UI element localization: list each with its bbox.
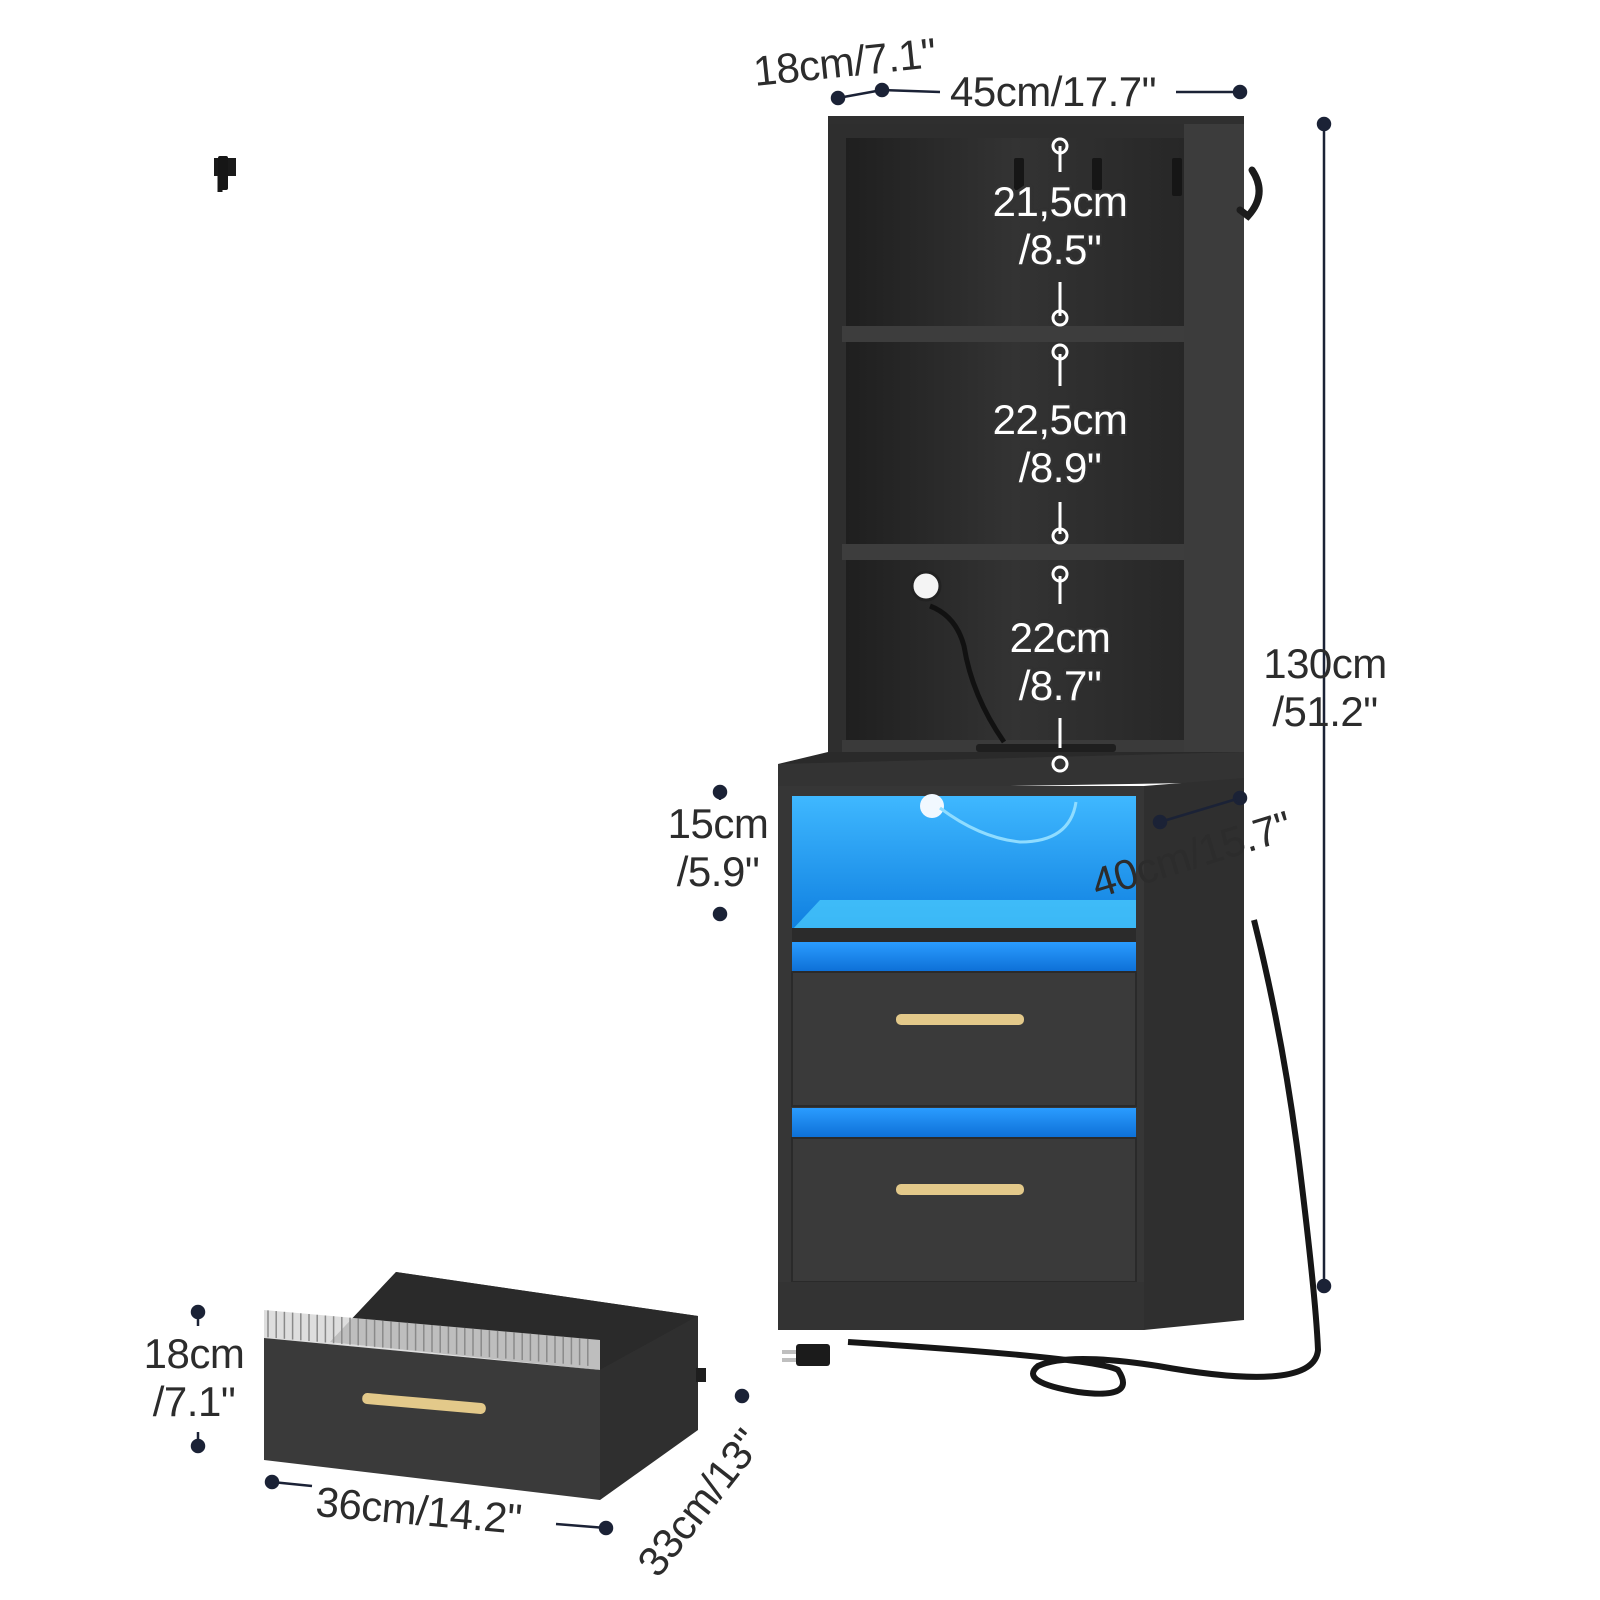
- drawer-handle: [362, 1393, 486, 1414]
- label-total-height-in: /51.2": [1272, 688, 1378, 735]
- power-plug-icon: [796, 1344, 830, 1366]
- power-cord: [847, 919, 1322, 1397]
- hutch-back-panel: [846, 138, 1184, 758]
- led-compartment-floor: [792, 900, 1136, 930]
- label-shelf-3-cm: 22cm: [1009, 614, 1111, 661]
- side-hook-icon: [1236, 166, 1263, 221]
- lamp-head-icon: [910, 570, 942, 602]
- drawer-slide: [696, 1368, 706, 1382]
- compartment-shelf: [792, 928, 1136, 942]
- label-shelf-2: 22,5cm /8.9": [988, 396, 1132, 492]
- drawer-handle: [896, 1014, 1024, 1025]
- led-strip: [792, 1108, 1136, 1138]
- cabinet-base: [778, 1282, 1144, 1330]
- drawer-front: [791, 1137, 1137, 1283]
- label-shelf-1: 21,5cm /8.5": [988, 178, 1132, 274]
- dimension-lines: [190, 82, 1332, 1536]
- led-diffuser-ribs: [267, 1310, 589, 1366]
- wall-hook-icon: [1014, 158, 1024, 190]
- label-shelf-2-cm: 22,5cm: [992, 396, 1128, 443]
- shelf-dimension-lines: [1051, 137, 1069, 773]
- label-shelf-3: 22cm /8.7": [988, 614, 1132, 710]
- label-shelf-3-in: /8.7": [1018, 662, 1102, 709]
- wall-hook-icon: [218, 156, 228, 190]
- hutch-side-right: [1184, 124, 1244, 764]
- wall-hook-icon: [1172, 158, 1182, 196]
- label-drawer-height: 18cm /7.1": [134, 1330, 254, 1426]
- cabinet-top-surface: [778, 752, 1244, 790]
- hutch: [214, 116, 1263, 764]
- shelf-board: [842, 326, 1184, 342]
- label-shelf-1-in: /8.5": [1018, 226, 1102, 273]
- drawer-front: [791, 971, 1137, 1107]
- label-drawer-height-in: /7.1": [152, 1378, 236, 1425]
- lamp-head-icon: [920, 794, 944, 818]
- label-shelf-1-cm: 21,5cm: [992, 178, 1128, 225]
- label-total-height-cm: 130cm: [1263, 640, 1387, 687]
- label-total-height: 130cm /51.2": [1250, 640, 1400, 736]
- label-drawer-height-cm: 18cm: [143, 1330, 245, 1377]
- drawer-front: [264, 1338, 600, 1500]
- led-strip: [792, 942, 1136, 972]
- wall-hook-icon: [1092, 158, 1102, 190]
- cabinet-side: [1144, 778, 1244, 1330]
- label-open-compartment-cm: 15cm: [667, 800, 769, 847]
- shelf-board: [842, 544, 1184, 560]
- power-plug-icon: [782, 1358, 796, 1362]
- label-shelf-2-in: /8.9": [1018, 444, 1102, 491]
- label-top-width: 45cm/17.7": [950, 68, 1157, 115]
- label-open-compartment: 15cm /5.9": [656, 800, 780, 896]
- led-cable: [939, 801, 1078, 844]
- charging-pad: [976, 744, 1116, 752]
- power-plug-icon: [782, 1350, 796, 1354]
- drawer-handle: [896, 1184, 1024, 1195]
- label-open-compartment-in: /5.9": [676, 848, 760, 895]
- cabinet: [778, 752, 1322, 1397]
- lamp-cable: [929, 603, 1007, 744]
- drawer-box-side: [600, 1316, 698, 1500]
- detached-drawer: [264, 1272, 706, 1500]
